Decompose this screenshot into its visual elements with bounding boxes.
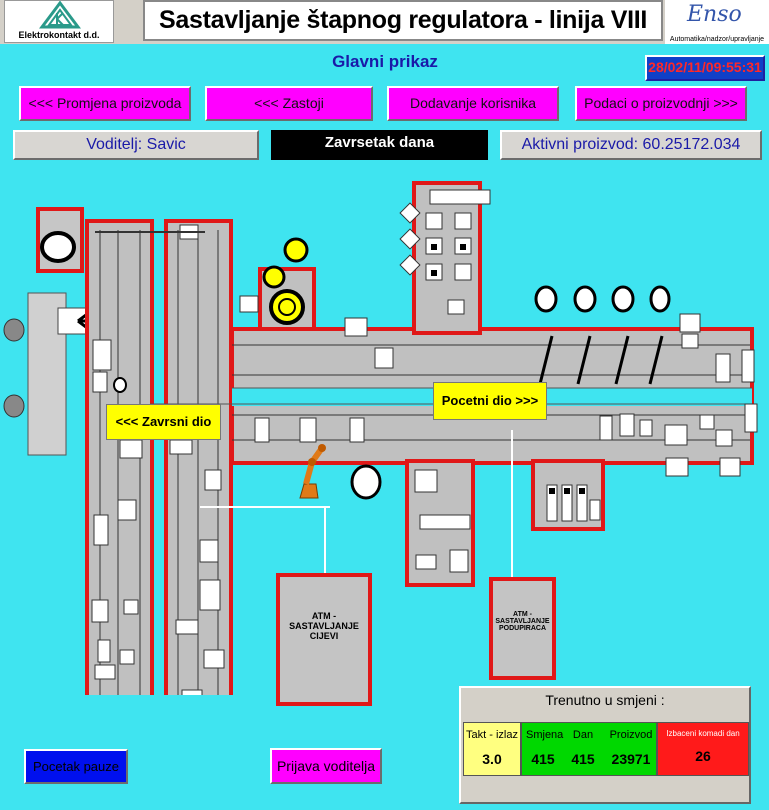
indicator-light — [573, 285, 597, 313]
indicator-light — [649, 285, 671, 313]
ek-logo-icon — [39, 0, 81, 29]
atm-tubes-line-1: ATM - — [311, 611, 337, 621]
takt-label: Takt - izlaz — [466, 729, 518, 741]
atm-tube-assembly-station[interactable]: ATM - SASTAVLJANJE CIJEVI — [276, 573, 372, 706]
takt-cell: Takt - izlaz 3.0 — [463, 722, 521, 776]
production-label: Proizvod — [609, 729, 653, 741]
supervisor-display: Voditelj: Savic — [13, 130, 259, 160]
rejected-value: 26 — [695, 748, 711, 764]
add-user-button[interactable]: Dodavanje korisnika — [387, 86, 559, 121]
active-product-display: Aktivni proizvod: 60.25172.034 — [500, 130, 762, 160]
company-name: Elektrokontakt d.d. — [18, 30, 100, 40]
pause-start-button[interactable]: Pocetak pauze — [24, 749, 128, 784]
stoppages-button[interactable]: <<< Zastoji — [205, 86, 373, 121]
start-section-button[interactable]: Pocetni dio >>> — [433, 382, 547, 420]
product-change-button[interactable]: <<< Promjena proizvoda — [19, 86, 191, 121]
operator-icon — [3, 394, 25, 418]
takt-value: 3.0 — [482, 751, 502, 767]
indicator-light — [350, 464, 382, 500]
atm-supports-line-1: ATM - — [513, 611, 532, 618]
atm-tubes-line-3: CIJEVI — [309, 631, 339, 641]
rejected-cell: Izbaceni komadi dan 26 — [657, 722, 749, 776]
indicator-light — [262, 265, 286, 289]
atm-tubes-line-2: SASTAVLJANJE — [289, 621, 359, 631]
indicator-light — [534, 285, 558, 313]
operator-icon — [3, 318, 25, 342]
end-of-day-button[interactable]: Zavrsetak dana — [271, 130, 488, 160]
shift-stats-heading: Trenutno u smjeni : — [545, 692, 665, 708]
robot-arm-icon — [299, 444, 326, 499]
final-section-button[interactable]: <<< Zavrsni dio — [106, 404, 221, 440]
production-cell: Smjena 415 Dan 415 Proizvod 23971 — [521, 722, 657, 776]
shift-stats-panel: Trenutno u smjeni : Takt - izlaz 3.0 Smj… — [459, 686, 751, 804]
indicator-light — [283, 237, 309, 263]
production-line-schematic — [3, 181, 758, 695]
supervisor-login-button[interactable]: Prijava voditelja — [270, 748, 382, 784]
atm-support-assembly-station[interactable]: ATM - SASTAVLJANJE PODUPIRACA — [489, 577, 556, 680]
rejected-label: Izbaceni komadi dan — [666, 729, 740, 738]
production-data-button[interactable]: Podaci o proizvodnji >>> — [575, 86, 747, 121]
shift-value: 415 — [531, 751, 555, 767]
enso-logo: Enso Automatika/nadzor/upravljanje — [665, 0, 769, 44]
shift-label: Smjena — [526, 729, 564, 741]
day-value: 415 — [571, 751, 595, 767]
app-title: Sastavljanje štapnog regulatora - linija… — [143, 0, 663, 41]
production-value: 23971 — [611, 751, 651, 767]
brand-logo-text: Enso — [687, 2, 742, 27]
screen-title: Glavni prikaz — [332, 52, 438, 71]
brand-tagline: Automatika/nadzor/upravljanje — [669, 36, 765, 43]
atm-supports-line-3: PODUPIRACA — [498, 625, 547, 632]
roll-icon — [40, 231, 76, 263]
day-label: Dan — [572, 729, 594, 741]
company-logo: Elektrokontakt d.d. — [4, 0, 114, 43]
conveyor-branch — [412, 181, 482, 335]
indicator-light — [611, 285, 635, 313]
atm-supports-line-2: SASTAVLJANJE — [495, 618, 550, 625]
datetime-display: 28/02/11/09:55:31 — [645, 55, 765, 81]
